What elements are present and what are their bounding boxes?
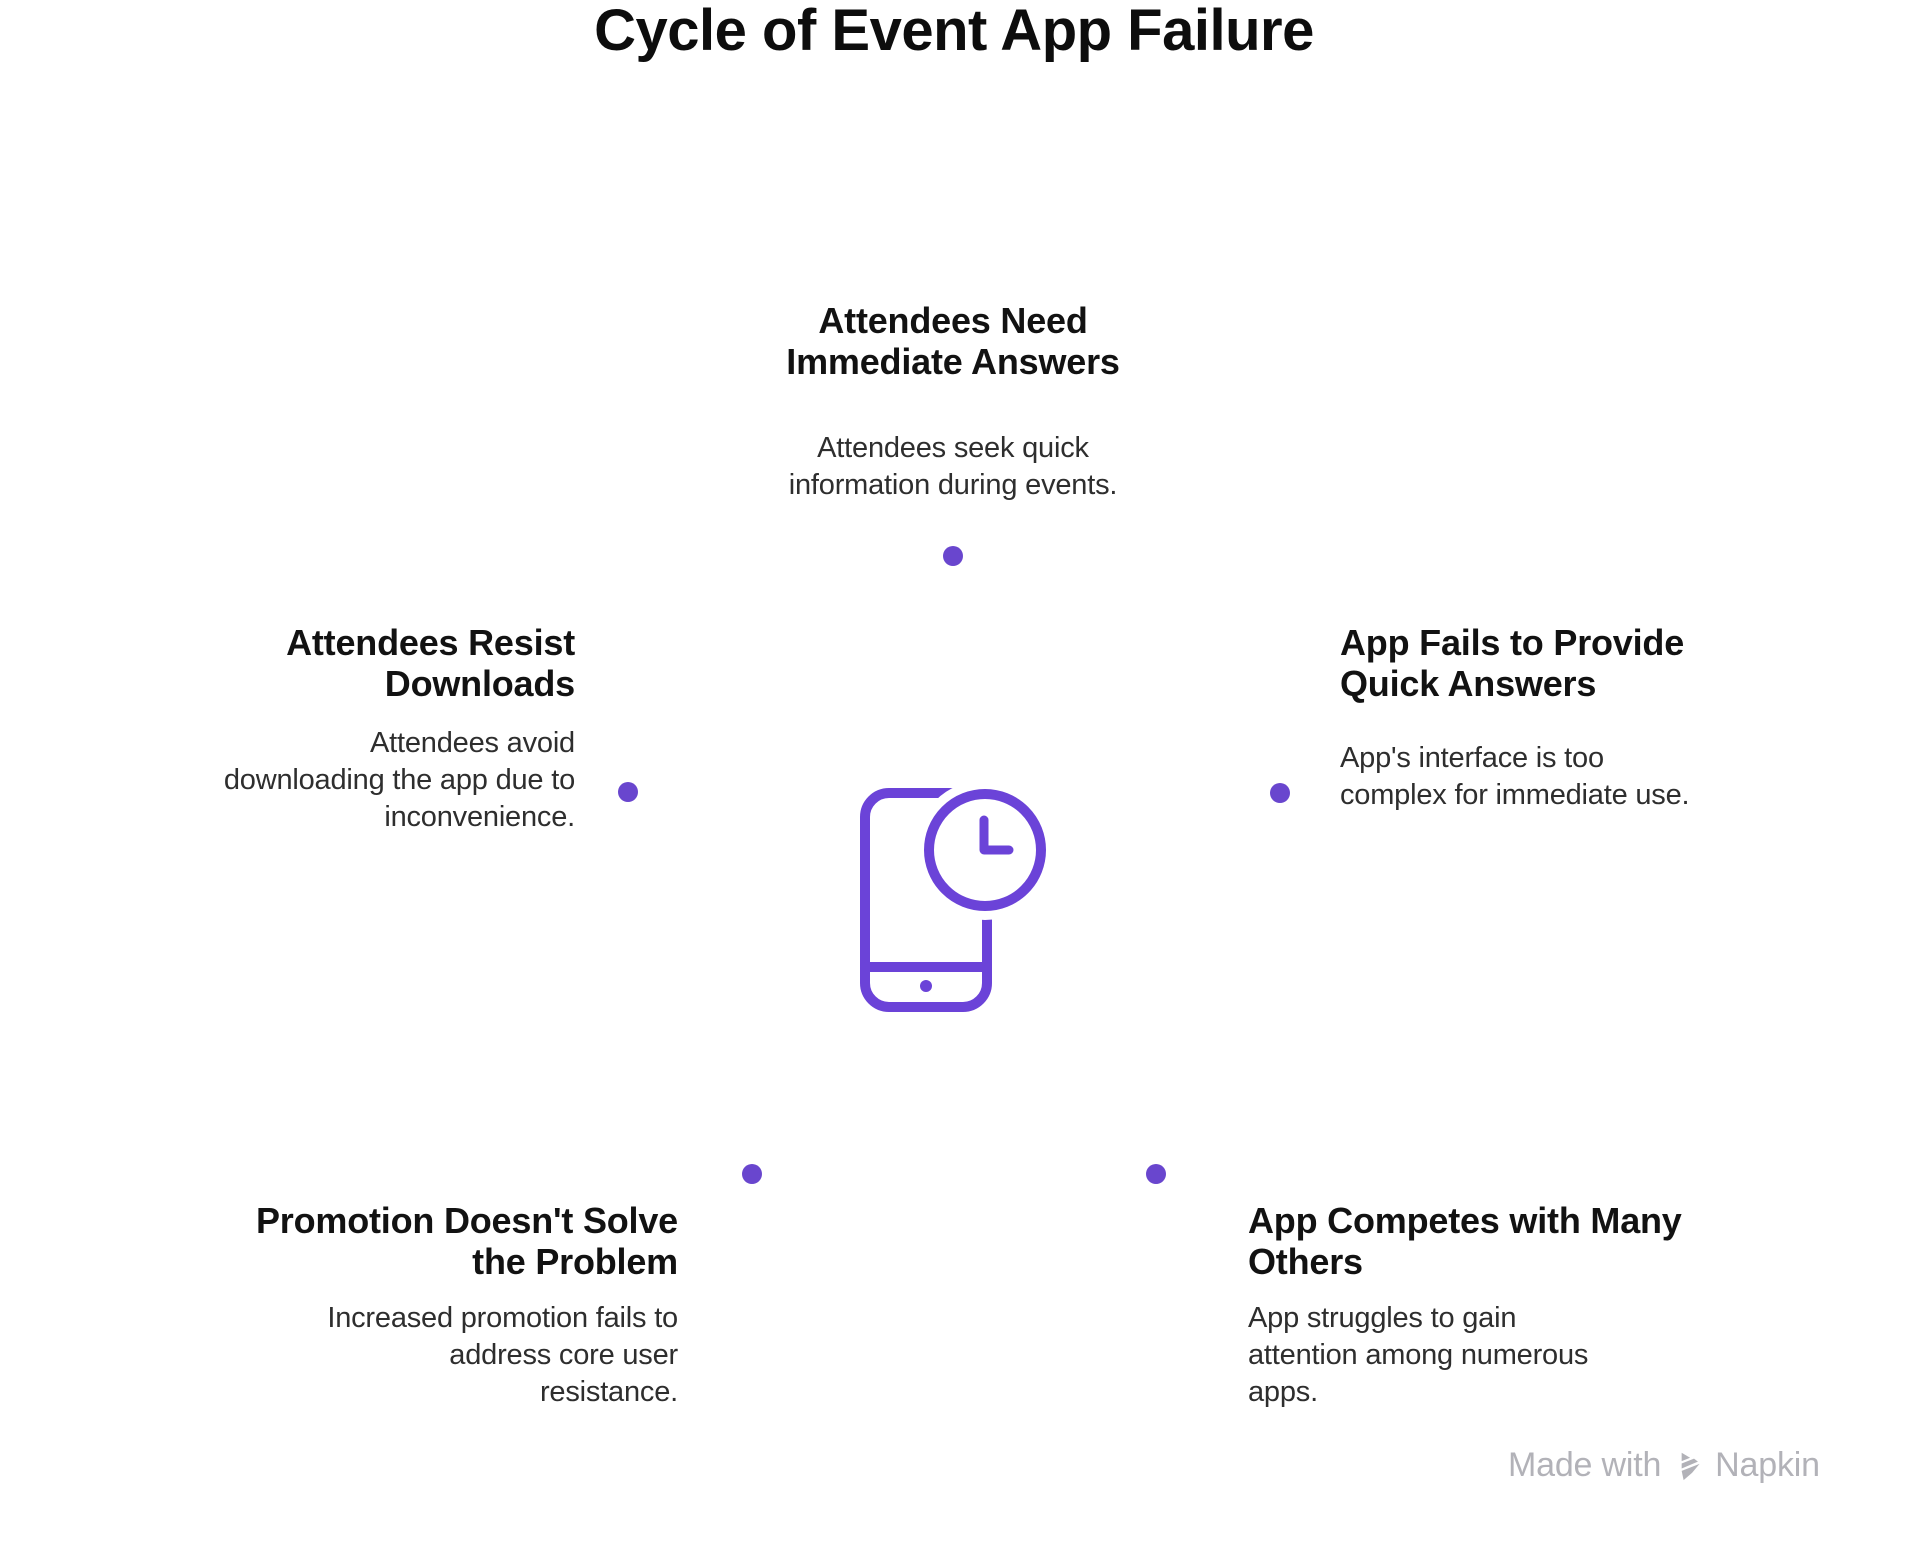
node-desc-app-competes-many-others: App struggles to gain attention among nu…	[1248, 1302, 1589, 1408]
cycle-dot-top	[943, 546, 963, 566]
clock-hands	[979, 815, 1014, 855]
phone-clock-icon	[850, 780, 1055, 1020]
node-title-attendees-resist-downloads: Attendees Resist Downloads	[286, 622, 575, 704]
watermark-brand: Napkin	[1715, 1446, 1820, 1484]
node-title-promotion-doesnt-solve: Promotion Doesn't Solve the Problem	[255, 1200, 678, 1282]
node-title-attendees-need-immediate-answers: Attendees Need Immediate Answers	[786, 300, 1120, 382]
phone-home-dot	[920, 980, 932, 992]
node-desc-attendees-need-immediate-answers: Attendees seek quick information during …	[788, 432, 1118, 501]
node-desc-attendees-resist-downloads: Attendees avoid downloading the app due …	[223, 727, 575, 833]
phone-clock-icon-strokes	[860, 780, 1055, 1012]
cycle-dot-bottom-right	[1146, 1164, 1166, 1184]
watermark: Made with Napkin	[1508, 1446, 1820, 1485]
cycle-dot-left	[618, 782, 638, 802]
node-desc-app-fails-quick-answers: App's interface is too complex for immed…	[1340, 742, 1690, 811]
napkin-logo-icon	[1681, 1452, 1700, 1480]
cycle-dot-right	[1270, 783, 1290, 803]
watermark-prefix: Made with	[1508, 1446, 1662, 1484]
diagram-title: Cycle of Event App Failure	[594, 0, 1314, 63]
node-desc-promotion-doesnt-solve: Increased promotion fails to address cor…	[327, 1302, 678, 1408]
node-title-app-competes-many-others: App Competes with Many Others	[1248, 1200, 1682, 1282]
cycle-dot-bottom-left	[742, 1164, 762, 1184]
node-title-app-fails-quick-answers: App Fails to Provide Quick Answers	[1340, 622, 1685, 704]
